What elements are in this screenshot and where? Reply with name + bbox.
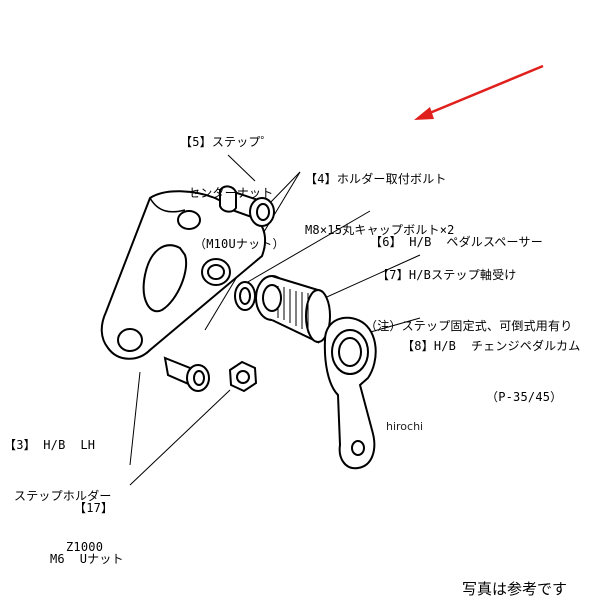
label-part-17: 【17】 M6 Uナット	[50, 501, 124, 566]
step-shaft-bearing	[255, 275, 331, 344]
m6-u-nut	[228, 360, 258, 393]
reference-photo-note: 写真は参考です	[462, 580, 568, 598]
label-part-4: 【4】ホルダー取付ボルト M8×15丸キャップボルト×2	[305, 172, 455, 237]
change-pedal-cam	[323, 316, 377, 470]
pedal-spacer	[234, 281, 256, 311]
label-part-8: 【8】H/B チェンジペダルカム （P-35/45）	[402, 339, 581, 404]
cap-bolt-lower	[163, 356, 210, 392]
label-part-6: 【6】 H/B ペダルスペーサー	[370, 235, 543, 249]
label-part-3: 【3】 H/B LH ステップホルダー Z1000	[4, 438, 112, 554]
watermark-text: hirochi	[386, 420, 424, 433]
step-holder-plate	[100, 190, 267, 360]
red-pointer-arrow	[414, 64, 544, 120]
leader-lines	[129, 154, 421, 486]
label-part-7: 【7】H/Bステップ軸受け （注）ステップ固定式、可倒式用有り	[365, 268, 573, 333]
label-part-5: 【5】ステップ゜ センターナット （M10Uナット）	[180, 135, 285, 251]
cap-bolt-upper	[219, 185, 275, 227]
